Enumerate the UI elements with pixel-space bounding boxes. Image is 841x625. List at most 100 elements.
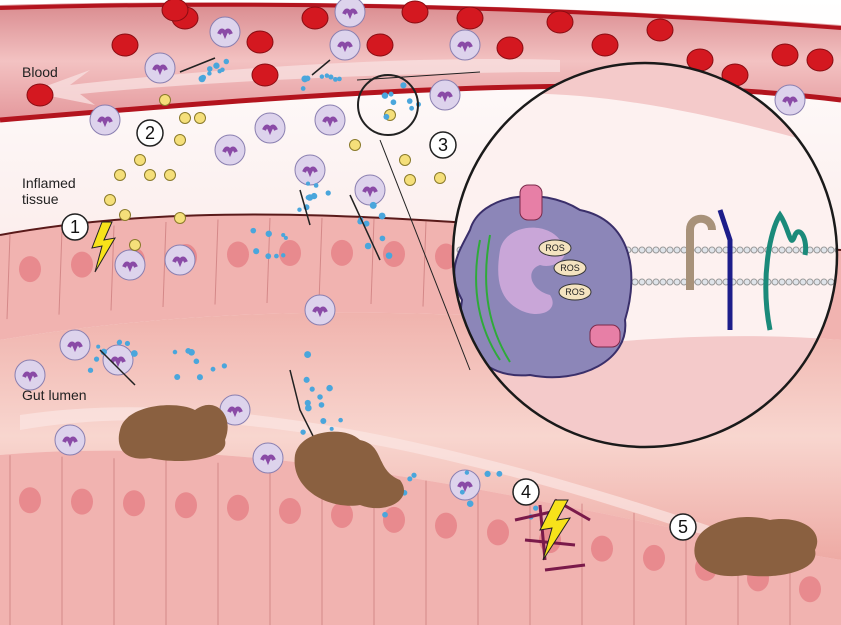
step-marker-3: 3 bbox=[429, 131, 457, 159]
blue-particle bbox=[220, 67, 225, 73]
blue-particle bbox=[281, 233, 286, 238]
neutrophil-nucleus bbox=[22, 371, 38, 383]
blue-particle bbox=[364, 242, 372, 250]
cell-border bbox=[370, 219, 375, 305]
lightning-bolt-icon bbox=[91, 221, 116, 273]
blue-particle bbox=[378, 212, 386, 220]
blue-particle bbox=[464, 470, 470, 475]
arrow-icon bbox=[299, 189, 311, 226]
blue-particle bbox=[130, 350, 138, 357]
neutrophil-nucleus bbox=[217, 28, 233, 40]
blue-particle bbox=[400, 82, 407, 89]
lower-epithelium bbox=[0, 450, 841, 625]
blue-particle bbox=[303, 376, 310, 383]
membrane-lipid bbox=[827, 278, 835, 286]
yellow-particle bbox=[119, 209, 131, 221]
step-circle bbox=[512, 478, 540, 506]
epithelial-cell-nucleus bbox=[643, 544, 665, 571]
red-blood-cell bbox=[366, 33, 394, 57]
blue-particle bbox=[281, 253, 286, 258]
neutrophil-nucleus bbox=[262, 124, 278, 136]
epithelial-cell-nucleus bbox=[799, 576, 821, 603]
blue-particle bbox=[313, 183, 319, 188]
blue-particle bbox=[388, 91, 394, 97]
membrane-lipid bbox=[645, 246, 653, 254]
neutrophil-nucleus bbox=[302, 166, 318, 178]
membrane-lipid bbox=[771, 246, 779, 254]
membrane-lipid bbox=[792, 278, 800, 286]
epithelial-cell-nucleus bbox=[175, 492, 197, 519]
debris-blob bbox=[294, 431, 405, 509]
blue-particle bbox=[338, 417, 343, 423]
blue-particle bbox=[274, 253, 279, 259]
step-marker-2: 2 bbox=[136, 119, 164, 147]
neutrophil-nucleus bbox=[782, 96, 798, 108]
blue-particle bbox=[333, 77, 338, 82]
blue-particle bbox=[265, 230, 272, 237]
membrane-lipid bbox=[813, 246, 821, 254]
blue-particle bbox=[379, 235, 386, 242]
blue-particle bbox=[297, 207, 302, 212]
arrow-icon bbox=[349, 194, 381, 261]
yellow-particle bbox=[159, 94, 171, 106]
membrane-lipid bbox=[645, 278, 653, 286]
yellow-particle bbox=[164, 169, 176, 181]
red-blood-cell bbox=[591, 33, 619, 57]
membrane-lipid bbox=[631, 278, 639, 286]
yellow-particle bbox=[104, 194, 116, 206]
epithelial-cell-nucleus bbox=[19, 256, 41, 283]
yellow-particle bbox=[404, 174, 416, 186]
neutrophil-nucleus bbox=[222, 146, 238, 158]
yellow-particle bbox=[399, 154, 411, 166]
blue-particle bbox=[300, 86, 306, 91]
membrane-lipid bbox=[631, 246, 639, 254]
neutrophil-nucleus bbox=[342, 8, 358, 20]
membrane-lipid bbox=[673, 278, 681, 286]
neutrophil-nucleus bbox=[457, 41, 473, 53]
neutrophil-nucleus bbox=[62, 436, 78, 448]
blue-particle bbox=[305, 181, 311, 186]
neutrophil-nucleus bbox=[172, 256, 188, 268]
arrow-icon bbox=[311, 59, 331, 76]
red-blood-cell bbox=[246, 30, 274, 54]
gut-lumen-label: Gut lumen bbox=[22, 387, 87, 403]
membrane-lipid bbox=[785, 246, 793, 254]
membrane-lipid bbox=[708, 278, 716, 286]
step-circle bbox=[61, 213, 89, 241]
step-number: 1 bbox=[70, 217, 80, 237]
membrane-lipid bbox=[652, 278, 660, 286]
channel-protein bbox=[519, 184, 543, 221]
membrane-lipid bbox=[750, 246, 758, 254]
epithelial-cell-nucleus bbox=[279, 240, 301, 267]
membrane-lipid bbox=[652, 246, 660, 254]
yellow-particle bbox=[179, 112, 191, 124]
ros-bubble: ROS bbox=[538, 239, 572, 257]
red-blood-cell bbox=[301, 6, 329, 30]
blue-particle bbox=[305, 404, 312, 412]
neutrophil-nucleus bbox=[260, 454, 276, 466]
receptor-protein bbox=[763, 210, 809, 331]
channel-protein bbox=[589, 324, 621, 348]
ros-bubble: ROS bbox=[553, 259, 587, 277]
membrane-lipid bbox=[638, 278, 646, 286]
epithelial-cell-nucleus bbox=[227, 494, 249, 521]
epithelial-cell-nucleus bbox=[591, 535, 613, 562]
neutrophil-nucleus bbox=[312, 306, 328, 318]
epithelial-cell-nucleus bbox=[279, 497, 301, 524]
neutrophil-nucleus bbox=[322, 116, 338, 128]
epithelial-cell-nucleus bbox=[71, 251, 93, 278]
step-marker-1: 1 bbox=[61, 213, 89, 241]
inset-connector bbox=[356, 71, 481, 81]
membrane-lipid bbox=[708, 246, 716, 254]
epithelial-cell-nucleus bbox=[383, 241, 405, 268]
blood-label: Blood bbox=[22, 64, 58, 80]
inflamed-tissue-label: Inflamed bbox=[22, 175, 76, 191]
red-blood-cell bbox=[161, 0, 189, 22]
epithelial-cell-nucleus bbox=[487, 519, 509, 546]
red-blood-cell bbox=[111, 33, 139, 57]
cell-border bbox=[214, 219, 219, 305]
blue-particle bbox=[466, 500, 474, 507]
blue-particle bbox=[305, 195, 311, 200]
blue-particle bbox=[221, 363, 227, 369]
blue-particle bbox=[265, 253, 272, 260]
